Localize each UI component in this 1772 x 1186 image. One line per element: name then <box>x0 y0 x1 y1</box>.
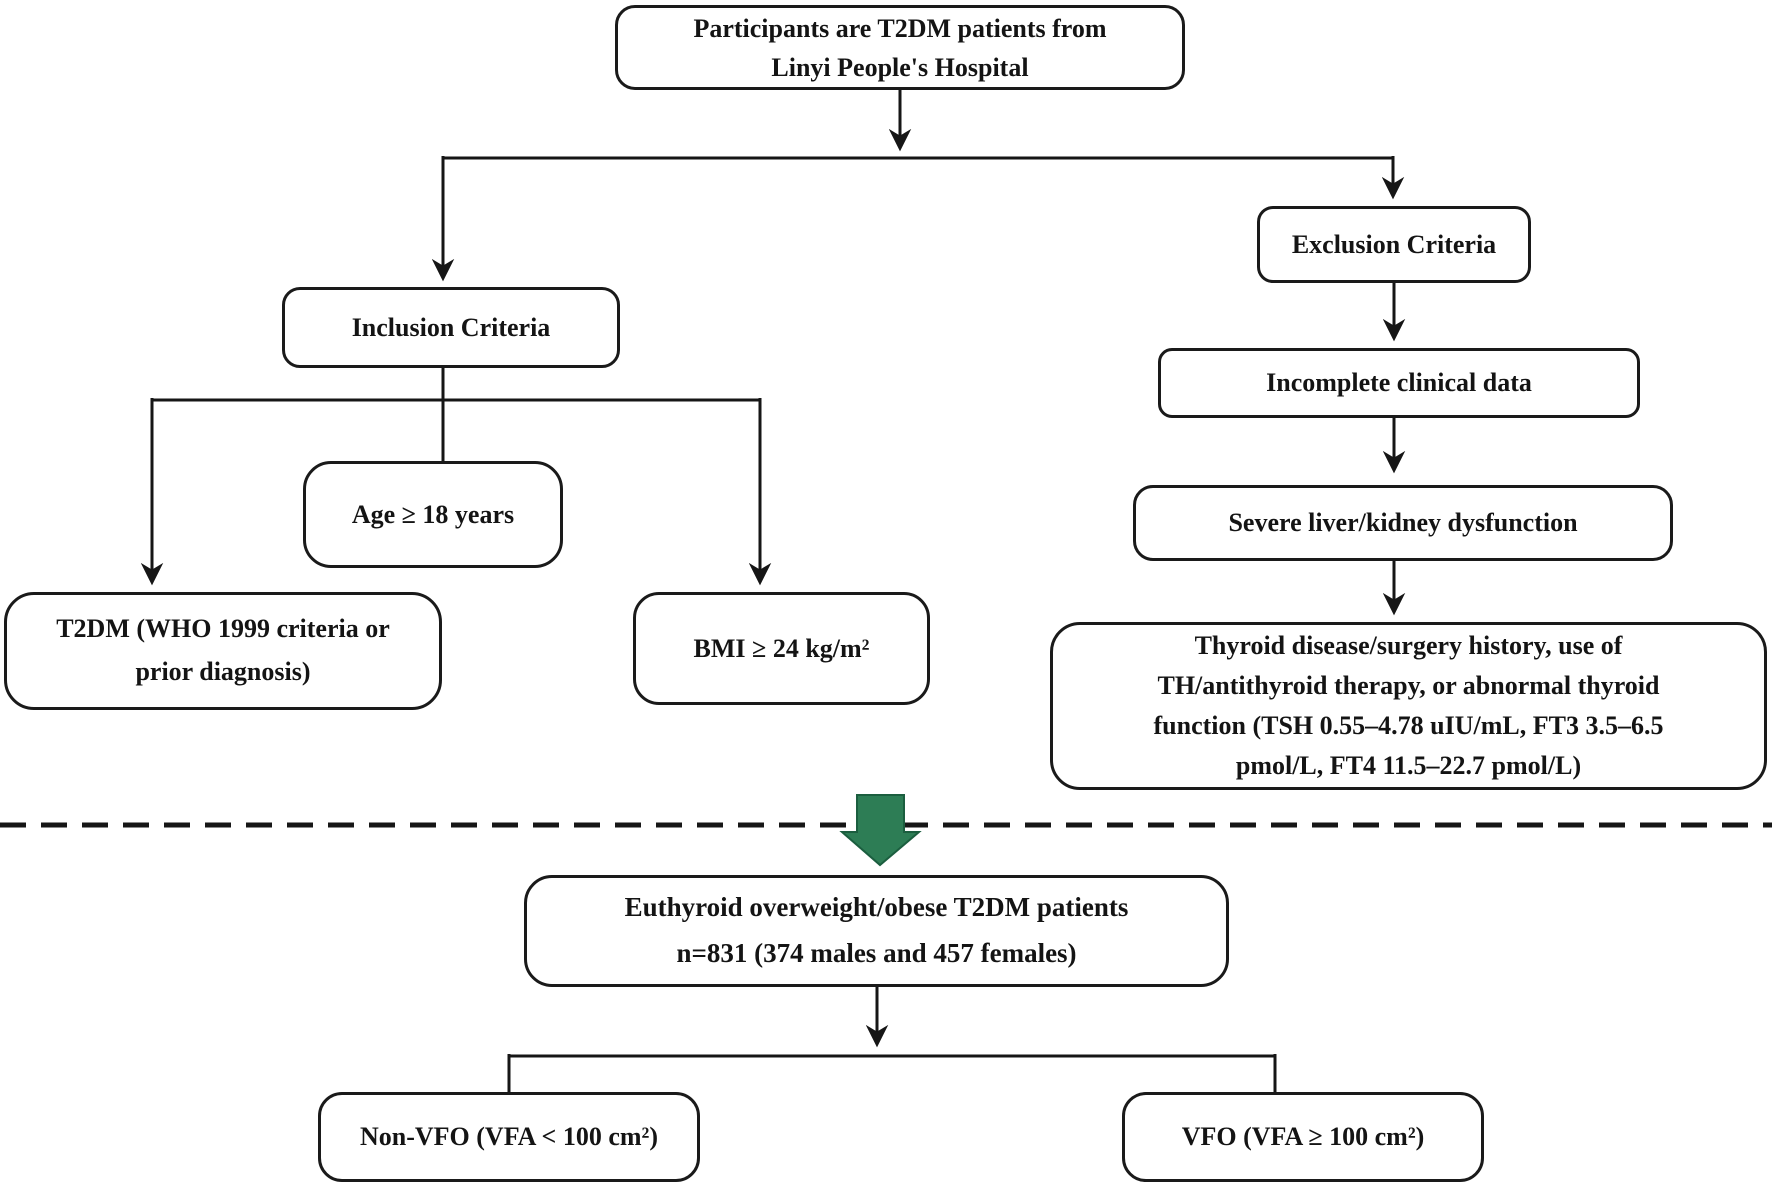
node-thyroid-exclusion-label: Thyroid disease/surgery history, use of … <box>1153 631 1664 780</box>
node-vfo-group-label: VFO (VFA ≥ 100 cm²) <box>1181 1122 1425 1152</box>
node-incomplete-data: Incomplete clinical data <box>1158 348 1640 418</box>
node-euthyroid-cohort: Euthyroid overweight/obese T2DM patients… <box>524 875 1229 987</box>
node-age-criterion-label: Age ≥ 18 years <box>351 499 515 529</box>
node-euthyroid-cohort-label: Euthyroid overweight/obese T2DM patients… <box>624 892 1129 968</box>
node-non-vfo-group: Non-VFO (VFA < 100 cm²) <box>318 1092 700 1182</box>
node-thyroid-exclusion: Thyroid disease/surgery history, use of … <box>1050 622 1767 790</box>
node-inclusion-criteria: Inclusion Criteria <box>282 287 620 368</box>
node-exclusion-criteria: Exclusion Criteria <box>1257 206 1531 283</box>
node-liver-kidney-dysfunction-label: Severe liver/kidney dysfunction <box>1228 508 1578 538</box>
node-bmi-criterion: BMI ≥ 24 kg/m² <box>633 592 930 705</box>
node-bmi-criterion-label: BMI ≥ 24 kg/m² <box>693 633 870 663</box>
green-down-arrow-icon <box>839 794 922 867</box>
node-vfo-group: VFO (VFA ≥ 100 cm²) <box>1122 1092 1484 1182</box>
node-liver-kidney-dysfunction: Severe liver/kidney dysfunction <box>1133 485 1673 561</box>
node-participants: Participants are T2DM patients from Liny… <box>615 5 1185 90</box>
node-age-criterion: Age ≥ 18 years <box>303 461 563 568</box>
node-t2dm-criterion: T2DM (WHO 1999 criteria or prior diagnos… <box>4 592 442 710</box>
node-non-vfo-group-label: Non-VFO (VFA < 100 cm²) <box>360 1122 658 1152</box>
node-participants-label: Participants are T2DM patients from Liny… <box>693 13 1107 82</box>
node-t2dm-criterion-label: T2DM (WHO 1999 criteria or prior diagnos… <box>56 614 390 686</box>
node-exclusion-criteria-label: Exclusion Criteria <box>1291 229 1497 259</box>
node-incomplete-data-label: Incomplete clinical data <box>1266 368 1532 398</box>
node-inclusion-criteria-label: Inclusion Criteria <box>351 312 551 342</box>
